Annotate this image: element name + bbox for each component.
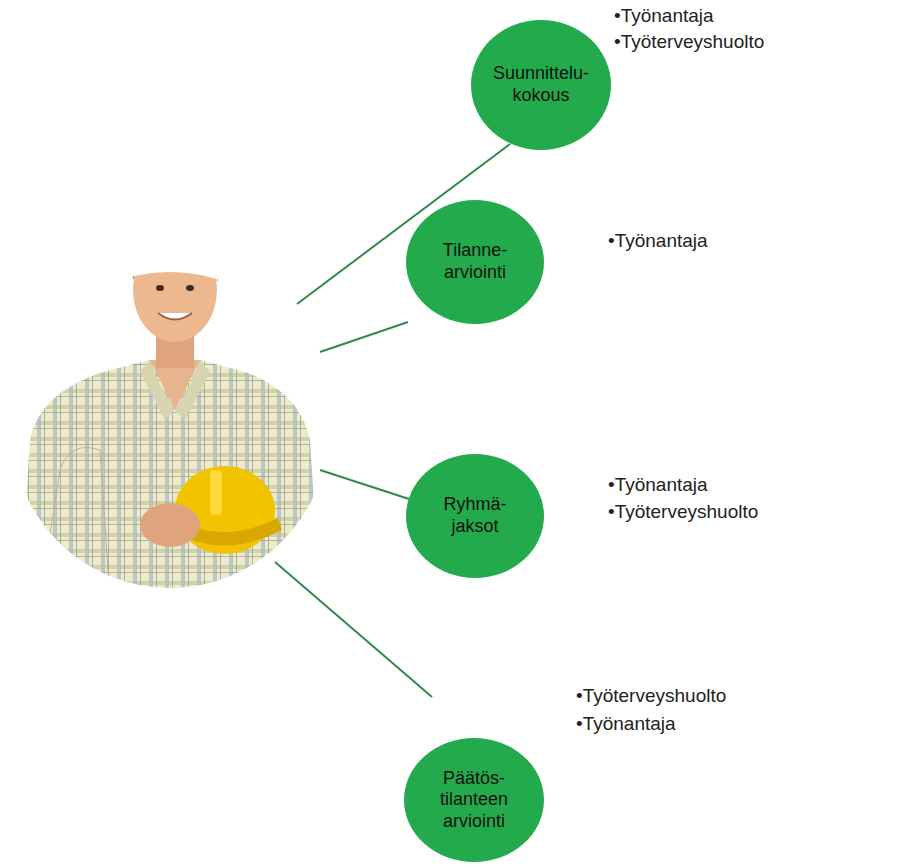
leader-line: [275, 562, 432, 697]
bullet-text: •Työterveyshuolto: [614, 30, 764, 55]
process-ellipse: Päätös- tilanteen arviointi: [404, 738, 544, 862]
process-ellipse: Ryhmä- jaksot: [406, 454, 544, 578]
bullet-text: •Työterveyshuolto: [576, 684, 726, 709]
node-label: Ryhmä- jaksot: [443, 494, 506, 537]
bullet-text: •Työnantaja: [608, 473, 708, 498]
bullet-text: •Työnantaja: [576, 712, 676, 737]
node-label: Tilanne- arviointi: [443, 240, 507, 283]
node-label: Päätös- tilanteen arviointi: [440, 768, 508, 833]
node-label: Suunnittelu- kokous: [493, 63, 589, 106]
leader-line: [320, 470, 409, 499]
process-ellipse: Tilanne- arviointi: [406, 200, 544, 324]
leader-line: [320, 322, 408, 352]
bullet-text: •Työterveyshuolto: [608, 500, 758, 525]
worker-picture: [20, 230, 320, 600]
bullet-text: •Työnantaja: [608, 229, 708, 254]
bullet-text: •Työnantaja: [614, 4, 714, 29]
process-ellipse: Suunnittelu- kokous: [471, 20, 611, 150]
